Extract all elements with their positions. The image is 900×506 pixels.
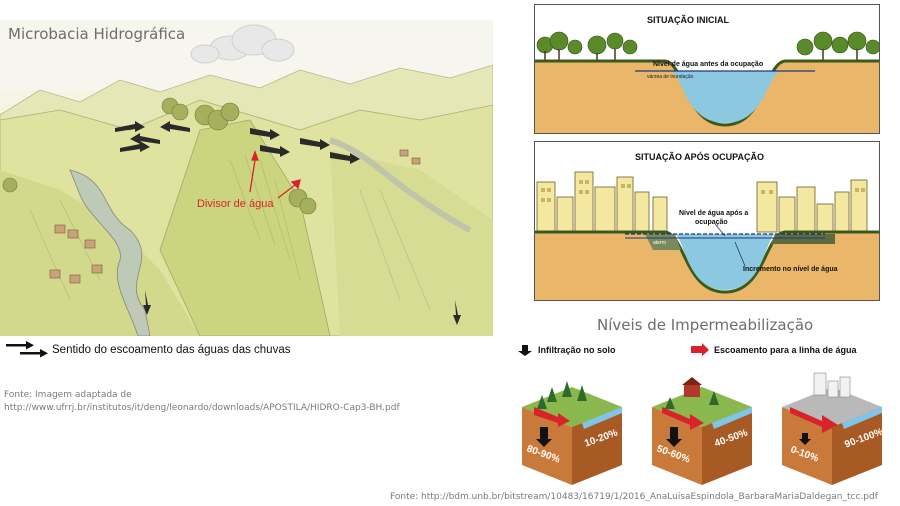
block-2-drawing: [652, 377, 752, 485]
infiltration-legend-label: Infiltração no solo: [538, 345, 616, 355]
situation-initial-panel: SITUAÇÃO INICIAL Nível de água antes da …: [534, 4, 881, 134]
cloud-icon: [190, 24, 295, 64]
situation-after-title: SITUAÇÃO APÓS OCUPAÇÃO: [635, 152, 765, 162]
situation-after-level-label-1: Nível de água após a: [679, 210, 749, 217]
impermeability-block-3: 0-10% 90-100%: [772, 367, 896, 487]
situation-after-panel: SITUAÇÃO APÓS OCUPAÇÃO Nível de água apó…: [534, 141, 880, 301]
situation-initial-title: SITUAÇÃO INICIAL: [647, 15, 729, 25]
runoff-legend-label: Escoamento para a linha de água: [714, 345, 857, 355]
situation-after-drawing: [535, 171, 879, 300]
watershed-drawing: [0, 20, 494, 337]
infiltration-arrow-icon: [518, 345, 532, 356]
runoff-arrow-icon: [691, 343, 709, 356]
impermeability-title: Níveis de Impermeabilização: [597, 316, 814, 334]
right-source: Fonte: http://bdm.unb.br/bitstream/10483…: [390, 492, 878, 502]
flow-arrows: [115, 121, 461, 325]
floodplain-label: várzea de inundação: [647, 74, 694, 80]
block-3-drawing: [782, 372, 882, 485]
water-increment-label: Incremento no nível de água: [743, 266, 838, 273]
double-arrow-icon: [6, 341, 48, 358]
watershed-title: Microbacia Hidrográfica: [8, 25, 186, 43]
landfill-label: aterro: [653, 240, 667, 246]
block-1-drawing: [522, 381, 622, 485]
situation-initial-level-label: Nível de água antes da ocupação: [653, 61, 764, 68]
flow-legend: Sentido do escoamento das águas das chuv…: [4, 340, 484, 362]
situation-initial-drawing: [535, 31, 881, 133]
situation-after-level-label-2: ocupação: [695, 219, 728, 226]
impermeability-block-1: 80-90% 10-20%: [512, 367, 632, 487]
left-source-line1: Fonte: Imagem adaptada de: [4, 390, 132, 400]
impermeability-block-2: 50-60% 40-50%: [642, 367, 762, 487]
impermeability-figure: Infiltração no solo Escoamento para a li…: [510, 337, 898, 488]
left-source-line2: http://www.ufrrj.br/institutos/it/deng/l…: [4, 403, 400, 413]
watershed-illustration: [0, 20, 494, 337]
flow-legend-label: Sentido do escoamento das águas das chuv…: [52, 344, 291, 356]
divisor-label: Divisor de água: [197, 198, 274, 210]
